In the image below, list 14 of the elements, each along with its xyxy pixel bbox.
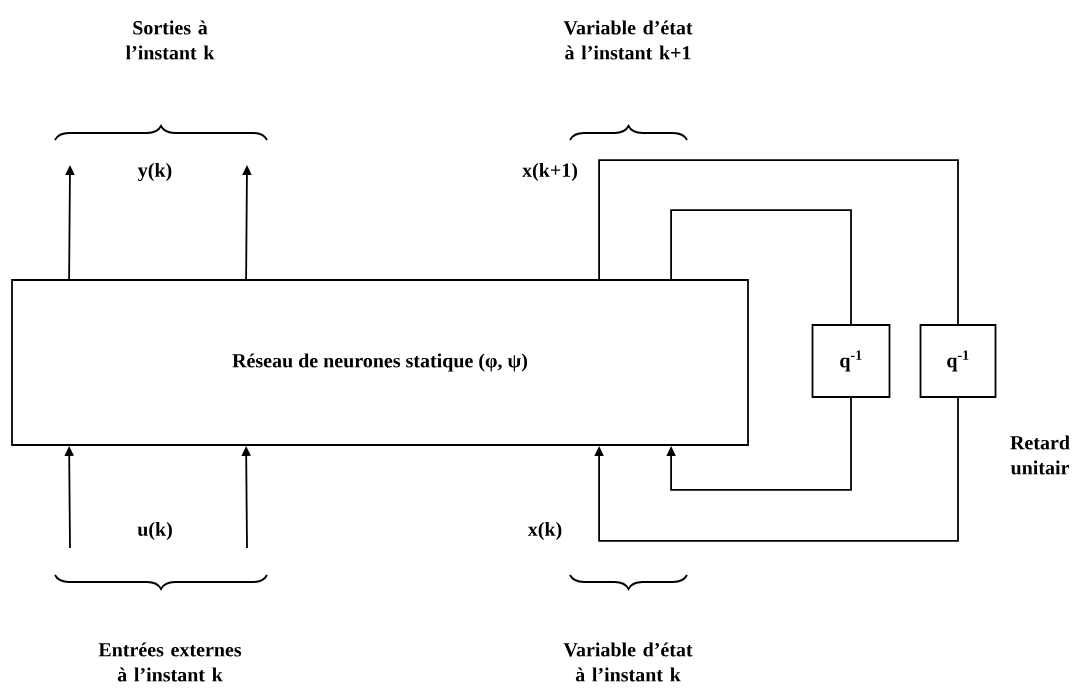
caption-text: Sorties à l’instant k xyxy=(125,20,215,60)
signal-label: x(k+1) xyxy=(522,162,578,182)
signal-label: u(k) xyxy=(137,521,172,541)
arrow xyxy=(666,397,852,491)
caption-text: Entrées externes à l’instant k xyxy=(98,642,242,682)
caption-text: Variable d’état à l’instant k+1 xyxy=(563,20,693,60)
caption-text: Retard unitair xyxy=(1010,435,1070,475)
caption-text: Variable d’état à l’instant k xyxy=(563,642,693,682)
network-box: Réseau de neurones statique (φ, ψ) xyxy=(11,279,749,446)
delay-box: q$^{-1}$ xyxy=(811,324,891,398)
signal-label: x(k) xyxy=(527,521,562,541)
arrow xyxy=(594,397,959,542)
signal-label: y(k) xyxy=(137,162,172,182)
delay-box: q$^{-1}$ xyxy=(919,324,997,398)
